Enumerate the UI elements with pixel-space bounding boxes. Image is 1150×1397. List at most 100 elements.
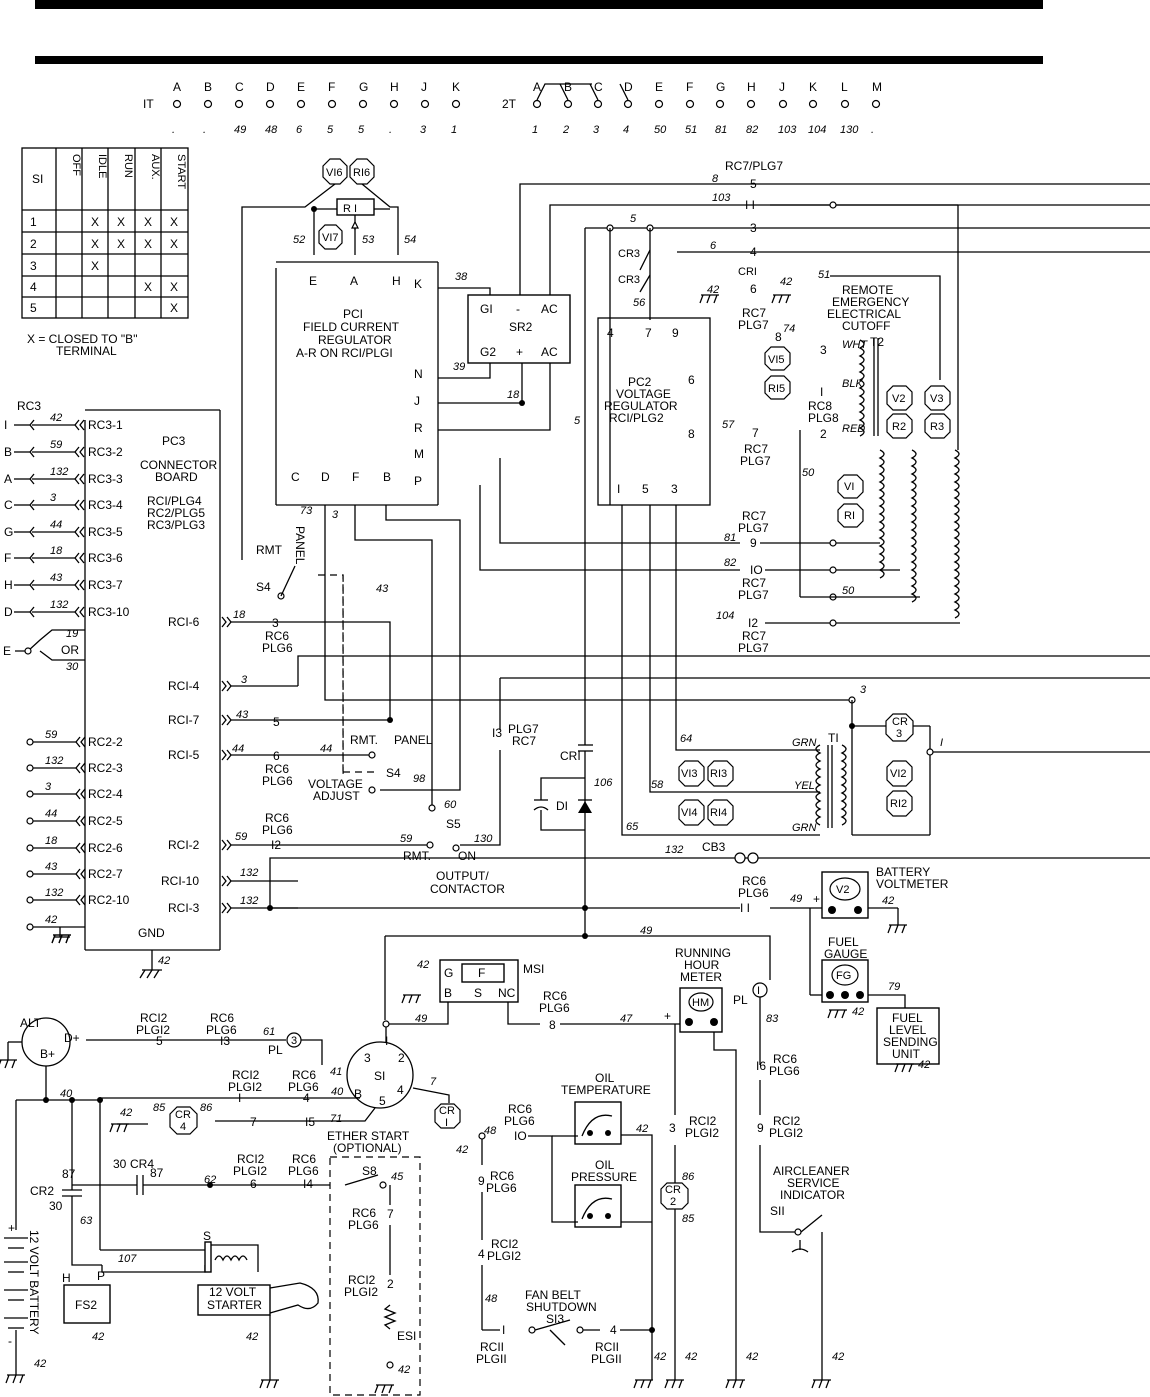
svg-text:RCI2: RCI2 (491, 1237, 519, 1251)
table-cell: X (170, 215, 178, 229)
svg-text:5: 5 (273, 715, 280, 729)
terminal-letter: B (204, 80, 212, 94)
svg-text:PLGII: PLGII (591, 1352, 622, 1366)
svg-text:S: S (474, 986, 482, 1000)
table-cell: X (170, 237, 178, 251)
svg-text:B: B (444, 986, 452, 1000)
svg-text:PLG7: PLG7 (508, 722, 539, 736)
svg-text:RC6: RC6 (292, 1152, 316, 1166)
terminal-letter: A (173, 80, 181, 94)
terminal-letter: D (266, 80, 275, 94)
table-cell: X (117, 237, 125, 251)
svg-text:GAUGE: GAUGE (824, 947, 867, 961)
svg-text:G2: G2 (480, 345, 496, 359)
svg-text:98: 98 (413, 773, 426, 785)
terminal-letter: H (747, 80, 756, 94)
svg-text:PLG6: PLG6 (262, 774, 293, 788)
rc2-wire: 59 (45, 729, 57, 741)
rc2-pin: RC2-5 (88, 814, 123, 828)
svg-text:S5: S5 (446, 817, 461, 831)
svg-text:-: - (516, 302, 520, 316)
svg-text:44: 44 (232, 743, 244, 755)
svg-text:42: 42 (707, 284, 719, 296)
terminal-wire: 2 (562, 124, 569, 136)
svg-text:12 VOLT BATTERY: 12 VOLT BATTERY (27, 1230, 41, 1334)
svg-text:R I: R I (343, 203, 357, 215)
table-cell: 2 (30, 237, 37, 251)
terminal-wire: . (172, 124, 175, 136)
svg-text:C: C (291, 470, 300, 484)
svg-text:PLG6: PLG6 (738, 886, 769, 900)
svg-text:PCI: PCI (343, 307, 363, 321)
svg-text:PANEL: PANEL (293, 526, 307, 565)
svg-text:E: E (3, 644, 11, 658)
svg-text:I3: I3 (220, 1034, 230, 1048)
svg-text:DI: DI (556, 799, 568, 813)
svg-text:RC3/PLG3: RC3/PLG3 (147, 518, 205, 532)
svg-text:PANEL: PANEL (394, 733, 433, 747)
svg-text:RC6: RC6 (265, 629, 289, 643)
svg-text:HM: HM (692, 997, 709, 1009)
svg-text:PLGII: PLGII (476, 1352, 507, 1366)
svg-text:8: 8 (712, 173, 719, 185)
svg-text:GI: GI (480, 302, 493, 316)
svg-text:FUEL: FUEL (828, 935, 859, 949)
rc2-wire: 18 (45, 835, 58, 847)
svg-text:5: 5 (156, 1034, 163, 1048)
svg-text:I: I (940, 737, 943, 749)
terminal-wire: 5 (358, 124, 365, 136)
terminal-wire: 3 (420, 124, 427, 136)
table-cell: X (91, 237, 99, 251)
svg-text:PLG8: PLG8 (808, 411, 839, 425)
ground-wire-label: 42 (654, 1351, 666, 1363)
svg-text:FIELD CURRENT: FIELD CURRENT (303, 320, 400, 334)
svg-text:(OPTIONAL): (OPTIONAL) (333, 1141, 402, 1155)
svg-text:81: 81 (724, 532, 736, 544)
svg-text:PLG6: PLG6 (504, 1114, 535, 1128)
terminal-letter: M (872, 80, 882, 94)
svg-text:50: 50 (802, 467, 815, 479)
rc3-pin: RC3-2 (88, 445, 123, 459)
table-cell: X (170, 301, 178, 315)
svg-text:FUEL: FUEL (892, 1011, 923, 1025)
terminal-post (778, 99, 788, 109)
terminal-wire: 4 (623, 124, 629, 136)
starter-switch-s1: I 3 2 SI B 4 5 ALT D+ B+ RCI2 PLGI2 5 RC… (7, 1011, 468, 1156)
rc3-pin: RC3-10 (88, 605, 130, 619)
svg-text:VOLTAGE: VOLTAGE (308, 777, 363, 791)
rc3-pin-letter: B (4, 445, 12, 459)
svg-text:48: 48 (484, 1125, 497, 1137)
svg-text:VI6: VI6 (326, 167, 343, 179)
rc2-terminal (26, 764, 34, 772)
ms1-and-hour-meter: 49 42 G F MSI B S NC 49 RC6 PLG6 8 47 RU… (384, 925, 803, 1380)
svg-text:VI7: VI7 (322, 232, 339, 244)
terminal-post (685, 99, 695, 109)
svg-text:S8: S8 (362, 1164, 377, 1178)
svg-text:PLG7: PLG7 (738, 641, 769, 655)
rc1-pin: RCI-6 (168, 615, 200, 629)
rc3-wire: 132 (50, 466, 68, 478)
svg-text:49: 49 (640, 925, 652, 937)
svg-text:VI4: VI4 (681, 807, 698, 819)
svg-text:PLGI2: PLGI2 (228, 1080, 262, 1094)
svg-text:3: 3 (896, 728, 902, 740)
strip-1t-label: IT (143, 97, 154, 111)
svg-text:53: 53 (362, 234, 375, 246)
svg-text:CR4: CR4 (130, 1157, 154, 1171)
svg-text:RC2/PLG5: RC2/PLG5 (147, 506, 205, 520)
svg-text:RCI2: RCI2 (237, 1152, 265, 1166)
ground-wire-label: 42 (832, 1351, 844, 1363)
ground-wire-label: 42 (685, 1351, 697, 1363)
svg-text:RC6: RC6 (742, 874, 766, 888)
svg-text:4: 4 (610, 1323, 617, 1337)
rc3-pin: RC3-3 (88, 472, 123, 486)
battery-voltmeter: RC6 PLG6 I I 49 + V2 BATTERY VOLTMETER 4… (738, 865, 949, 1071)
svg-text:H: H (392, 274, 401, 288)
rc7-lower-wiring: RC7 PLG7 81 9 82 IO RC7 PLG7 104 I2 RC7 … (479, 458, 960, 655)
svg-text:RCII: RCII (480, 1340, 504, 1354)
svg-text:5: 5 (574, 415, 581, 427)
svg-text:5: 5 (630, 213, 637, 225)
rc3-pin-letter: A (4, 472, 12, 486)
svg-text:45: 45 (391, 1171, 404, 1183)
svg-text:S4: S4 (256, 580, 271, 594)
